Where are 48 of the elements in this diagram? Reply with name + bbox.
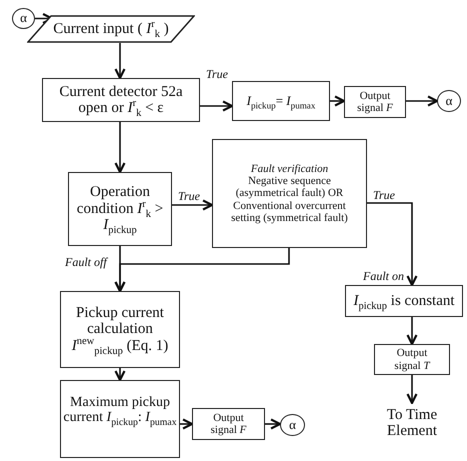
heading-text: Fault verification [250,163,328,176]
node-text: Operation condition I$^{r}$$_{k}$ > I$_{pickup}$ [76,184,164,234]
output-box [192,408,265,440]
arrow [114,246,126,292]
arrow [180,418,194,430]
process-box [345,285,463,317]
process-box [42,78,200,122]
node-text: α [446,94,452,108]
arrow [367,202,418,286]
node-text: α [289,418,296,432]
node-text: I$_{pickup}$= I$_{pumax}$ [246,94,316,108]
arrow [114,43,126,80]
node-text: I$_{pickup}$ is constant [353,292,455,310]
input-parallelogram [27,15,195,43]
arrow [330,95,346,107]
connector-circle [280,414,305,436]
arrow [406,375,418,404]
output-box [374,344,450,375]
arrow [114,122,126,174]
node-text: Current detector 52a open or I$^{r}$$_{k}$ < ε [58,84,184,116]
output-box [344,86,406,118]
process-box [212,139,367,248]
node-text: Output signal F [210,412,248,436]
flow-label: Fault on [362,270,405,282]
connector-circle [12,8,35,29]
node-text: Current input ( I$^{r}$$_{k}$ ) [53,20,169,38]
arrow [406,317,418,346]
decision-box [68,172,172,246]
node-text: α [20,11,27,26]
node-text: Maximum pickup current I$_{pickup}$: I$_{pumax}$ [63,394,177,426]
edge-label: True [372,189,396,201]
arrow [265,418,282,430]
process-box [232,81,330,121]
arrow [200,100,234,112]
connector-circle [437,90,461,112]
terminal-label: To Time Element [386,406,438,440]
arrow [114,368,126,382]
node-text: Output signal F [356,90,394,114]
process-box [60,291,180,368]
node-text: Negative sequence (asymmetrical fault) OR Conventional overcurrent setting (symmetrical fault) [230,175,349,224]
arrow [406,95,438,107]
node-text: Output signal T [393,347,432,372]
edge-label: True [177,190,202,202]
arrow [172,199,214,211]
edge-label: True [205,68,230,80]
process-box [60,380,180,458]
edge-label: Fault off [64,256,108,268]
node-text: Pickup current calculation I$^{new}$$_{pickup}$ (Eq. 1) [70,304,170,354]
